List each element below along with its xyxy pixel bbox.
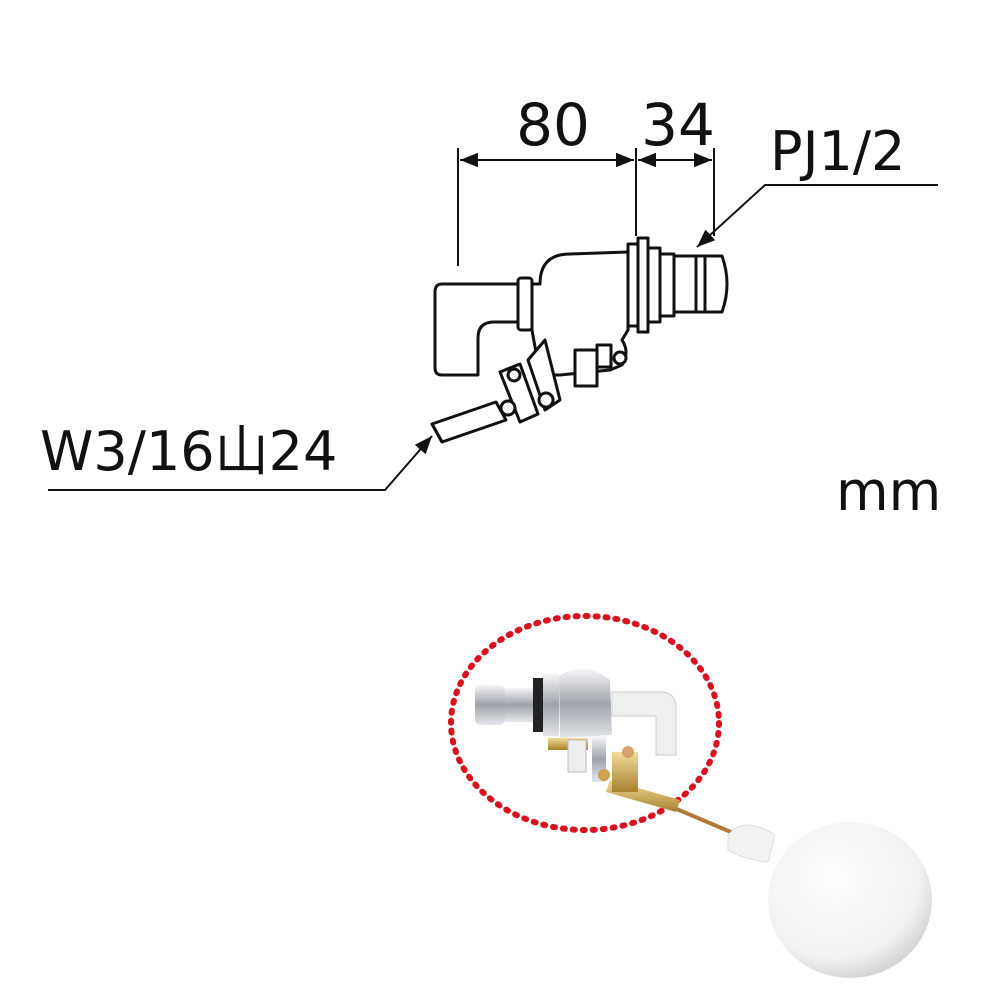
dimension-34: 34 — [641, 91, 715, 159]
highlight-dotted-circle — [448, 613, 722, 833]
inlet-thread-label: PJ1/2 — [770, 120, 905, 183]
product-photo — [475, 668, 932, 978]
outlet-thread-label: W3/16山24 — [40, 420, 337, 483]
unit-label: mm — [836, 460, 941, 523]
leader-lines — [48, 184, 938, 491]
dimension-lines — [457, 148, 715, 266]
valve-outline — [430, 236, 729, 444]
float-ball — [768, 822, 932, 978]
dimension-80: 80 — [516, 91, 590, 159]
